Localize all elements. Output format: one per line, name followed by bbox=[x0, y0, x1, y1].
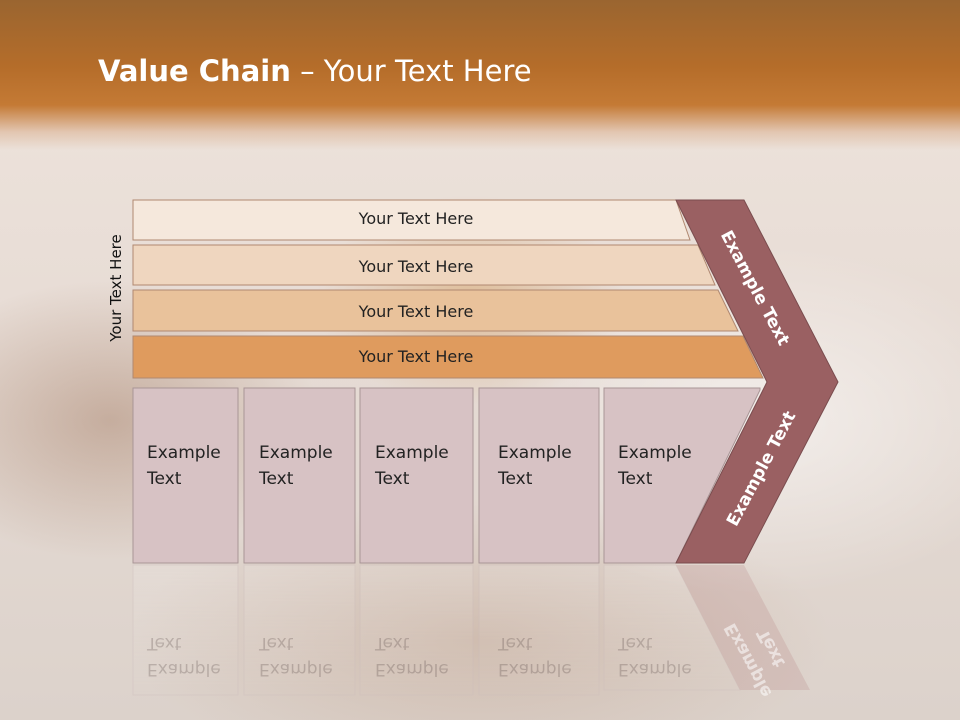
box-reflection-label-2: Example Text bbox=[259, 633, 333, 679]
box-reflection-label-5: Example Text bbox=[618, 633, 692, 679]
box-4-reflection bbox=[478, 564, 600, 696]
row-bar-3 bbox=[132, 289, 739, 332]
box-label-3: Example Text bbox=[375, 443, 449, 489]
box-4 bbox=[478, 387, 600, 564]
chevron-reflection bbox=[676, 565, 810, 690]
box-3 bbox=[359, 387, 474, 564]
box-2-reflection bbox=[243, 564, 356, 696]
row-label-3: Your Text Here bbox=[358, 302, 474, 321]
row-label-4: Your Text Here bbox=[358, 347, 474, 366]
box-reflection-label-3: Example Text bbox=[375, 633, 449, 679]
box-5 bbox=[603, 387, 761, 564]
box-label-1: Example Text bbox=[147, 443, 221, 489]
header-bar bbox=[0, 0, 960, 150]
box-1-reflection bbox=[132, 564, 239, 696]
title-rest: – Your Text Here bbox=[290, 54, 532, 88]
row-label-2: Your Text Here bbox=[358, 257, 474, 276]
box-label-4: Example Text bbox=[498, 443, 572, 489]
box-3-reflection bbox=[359, 564, 474, 696]
box-5-reflection bbox=[603, 564, 741, 691]
title-bold: Value Chain bbox=[98, 54, 291, 88]
box-2 bbox=[243, 387, 356, 564]
slide-title: Value Chain – Your Text Here bbox=[98, 54, 532, 88]
row-bar-4 bbox=[132, 335, 764, 379]
reflection-group bbox=[132, 564, 810, 696]
box-label-5: Example Text bbox=[618, 443, 692, 489]
row-bar-2 bbox=[132, 244, 716, 286]
chevron-arrow bbox=[675, 199, 839, 564]
row-bar-1 bbox=[132, 199, 691, 241]
box-1 bbox=[132, 387, 239, 564]
row-label-1: Your Text Here bbox=[358, 209, 474, 228]
box-label-2: Example Text bbox=[259, 443, 333, 489]
box-reflection-label-4: Example Text bbox=[498, 633, 572, 679]
box-reflection-label-1: Example Text bbox=[147, 633, 221, 679]
